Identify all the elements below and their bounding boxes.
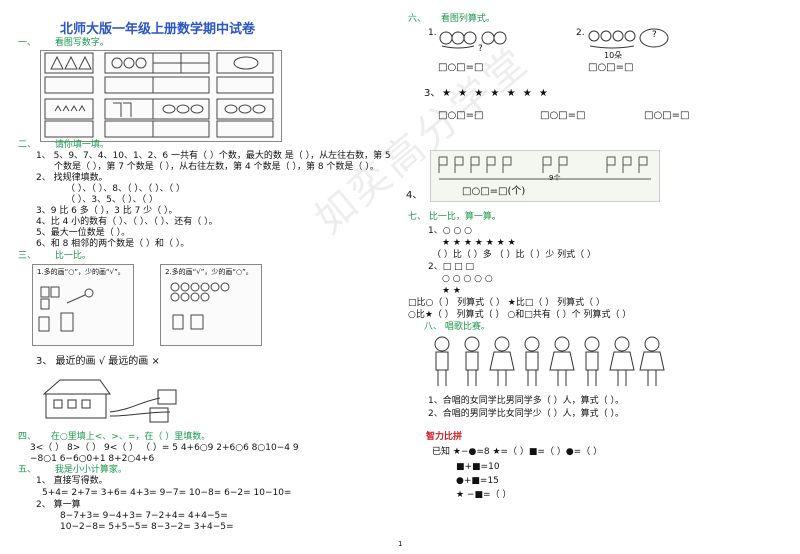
section-4-number: 四、 — [18, 432, 37, 442]
s5-q1: 1、 直接写得数。 — [36, 476, 108, 486]
section-6-number: 六、 — [408, 14, 427, 24]
s6-flowers-picture — [588, 28, 669, 49]
s6-eq6: □○□=□(个) — [462, 186, 526, 197]
page-number: 1 — [398, 540, 403, 548]
s6-qmark-2: ? — [652, 30, 657, 40]
s6-item-4-number: 4、 — [406, 190, 423, 201]
section-6-heading: 六、 看图列算式。 — [408, 14, 495, 25]
s2-q5: 5、最大一位数是（ ）。 — [36, 228, 131, 238]
s6-ten-flowers: 10朵 — [604, 51, 623, 60]
compare-box-1: 1.多的画“○”，少的画“√”。 — [32, 264, 134, 346]
s6-flags-art — [438, 156, 651, 180]
s2-q2-row2: （ ）、3、5、（ ）、（ ） — [66, 195, 159, 205]
s6-item-1-number: 1. — [428, 28, 437, 38]
section-1-number: 一、 — [18, 38, 37, 48]
section-3-label: 比一比。 — [54, 251, 91, 261]
bonus-title: 智力比拼 — [426, 432, 463, 442]
section-3-heading: 三、 比一比。 — [18, 251, 91, 262]
s6-nine-label: 9个 — [549, 174, 561, 182]
s6-item-3-number: 3、 — [424, 88, 441, 99]
s4-row1: 3<（ ） 8>（ ） 9<（ ） （ ）= 5 4+6○9 2+6○6 8○1… — [30, 443, 299, 453]
section-8-heading: 八、 唱歌比赛。 — [424, 322, 490, 333]
s6-stars: ★ ★ ★ ★ ★ ★ ★ — [442, 88, 550, 99]
houses-path-picture — [42, 379, 177, 423]
compare-box-2: 2.多的画“√”，少的画“○”。 — [160, 264, 262, 346]
s6-eq4: □○□=□ — [540, 110, 586, 121]
compare-box-1-art — [38, 286, 94, 332]
s6-fruit-picture — [439, 31, 507, 49]
s7-line3: （ ）比（ ）多 （ ）比（ ）少 列式（ ） — [432, 250, 597, 260]
count-pictures-grid — [40, 50, 282, 142]
s5-row2: 8−7+3= 9−4+3= 7−2+4= 4+4−5= — [60, 511, 228, 521]
bonus-row1: 已知 ★−●=8 ★=（ ）■=（ ）●=（ ） — [432, 447, 603, 457]
section-8-label: 唱歌比赛。 — [444, 322, 490, 332]
s7-line4: 2、□ □ □ — [428, 262, 474, 272]
s6-item-2-number: 2. — [576, 28, 585, 38]
s5-q2: 2、 算一算 — [36, 500, 81, 510]
s2-q2: 2、 找规律填数。 — [36, 173, 108, 183]
section-5-number: 五、 — [18, 465, 37, 475]
s6-eq1: □○□=□ — [438, 62, 484, 73]
section-2-heading: 二、 请你填一填。 — [18, 140, 109, 151]
s2-q2-row1: （ ）、（ ）、8、（ ）、（ ）、（ ） — [66, 184, 186, 194]
section-5-label: 我是小小计算家。 — [54, 465, 127, 475]
s7-line8: ○比★（ ） 列算式（ ） ○和□共有（ ）个 列算式（ ） — [408, 310, 632, 320]
compare-box-1-caption: 1.多的画“○”，少的画“√”。 — [37, 268, 125, 276]
s6-eq3: □○□=□ — [438, 110, 484, 121]
s7-line7: □比○（ ） 列算式（ ） ★比□（ ） 列算式（ ） — [408, 298, 605, 308]
bonus-row3: ●+■=15 — [456, 476, 499, 486]
s2-q1-line2: 个数是（ ），第 7 个数是（ ），从右往左数，第 4 个数是（ ），第 8 个… — [54, 162, 379, 172]
s6-eq5: □○□=□ — [644, 110, 690, 121]
s7-line6: ★ ★ — [442, 286, 461, 296]
page-title: 北师大版一年级上册数学期中试卷 — [60, 22, 256, 37]
section-7-heading: 七、 比一比，算一算。 — [408, 212, 501, 223]
compare-box-2-caption: 2.多的画“√”，少的画“○”。 — [165, 268, 253, 276]
s4-row2: −8○1 6−6○0+1 8+2○4+6 — [30, 454, 155, 464]
s2-q3: 3、9 比 6 多（ ），3 比 7 少（ ）。 — [36, 206, 178, 216]
s6-flags-picture: 9个 — [430, 150, 660, 202]
s2-q1-line1: 1、 5、9、7、4、10、1、2、6 一共有（ ）个数，最大的数 是（ ），从… — [36, 151, 391, 161]
s8-q1: 1、合唱的女同学比男同学多（ ）人，算式（ ）。 — [428, 396, 624, 406]
section-1-label: 看图写数字。 — [54, 38, 109, 48]
section-2-label: 请你填一填。 — [54, 140, 109, 150]
s2-q4: 4、比 4 小的数有（ ）、（ ）、（ ）、还有（ ）。 — [36, 217, 218, 227]
section-6-label: 看图列算式。 — [440, 14, 495, 24]
s5-row1: 5+4= 2+7= 3+6= 4+3= 9−7= 10−8= 6−2= 10−1… — [42, 488, 292, 498]
s8-q2: 2、合唱的男同学比女同学少（ ）人，算式（ ）。 — [428, 409, 624, 419]
section-4-heading: 四、 在○里填上<、>、=，在（ ）里填数。 — [18, 432, 210, 443]
section-4-label: 在○里填上<、>、=，在（ ）里填数。 — [50, 432, 211, 442]
section-5-heading: 五、 我是小小计算家。 — [18, 465, 127, 476]
s2-q6: 6、和 8 相邻的两个数是（ ）和（ ）。 — [36, 239, 190, 249]
section-7-number: 七、 — [408, 212, 427, 222]
section-3-number: 三、 — [18, 251, 37, 261]
bonus-row2: ■+■=10 — [456, 462, 500, 472]
s6-eq2: □○□=□ — [588, 62, 634, 73]
section-8-number: 八、 — [424, 322, 443, 332]
s7-line1: 1、○ ○ ○ — [428, 226, 473, 236]
s3-q3: 3、 最近的画 √ 最远的画 × — [36, 356, 160, 367]
s5-row3: 10−2−8= 5+5−5= 8−3−2= 3+4−5= — [60, 522, 234, 532]
section-2-number: 二、 — [18, 140, 37, 150]
s7-line2: ★ ★ ★ ★ ★ ★ ★ — [442, 238, 516, 248]
choir-children-picture — [434, 336, 665, 386]
s6-qmark-1: ? — [478, 44, 483, 54]
count-pictures-art — [44, 52, 274, 138]
section-1-heading: 一、 看图写数字。 — [18, 38, 109, 49]
s7-line5: ○ ○ ○ ○ ○ — [442, 274, 493, 284]
section-7-label: 比一比，算一算。 — [428, 212, 501, 222]
compare-box-2-art — [170, 282, 230, 330]
bonus-row4: ★ −■=（ ） — [456, 490, 512, 500]
